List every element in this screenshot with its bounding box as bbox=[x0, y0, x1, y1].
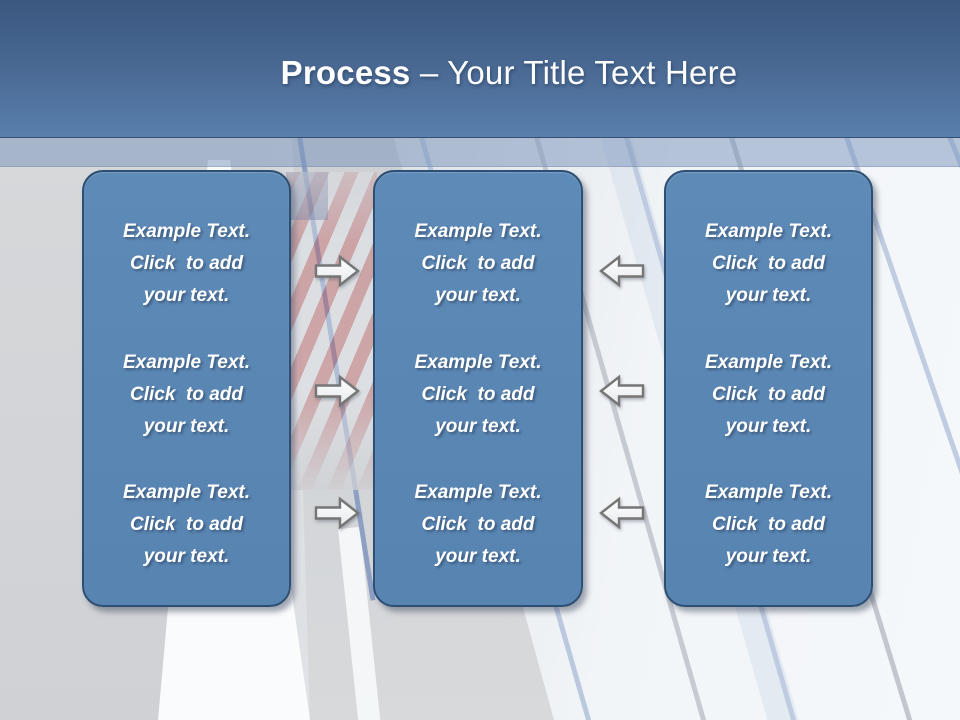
us-flag-image bbox=[286, 172, 377, 490]
title-bold-text: Process bbox=[280, 53, 411, 91]
placeholder-line: Example Text. bbox=[704, 482, 833, 503]
text-placeholder[interactable]: Example Text. Click to add your text. bbox=[674, 347, 863, 443]
placeholder-line: Click to add bbox=[421, 514, 535, 535]
placeholder-line: Click to add bbox=[421, 383, 535, 405]
right-arrow-icon[interactable] bbox=[314, 253, 360, 289]
slide-title[interactable]: Process – Your Title Text Here bbox=[223, 46, 738, 92]
placeholder-line: Example Text. bbox=[704, 221, 833, 242]
text-placeholder[interactable]: Example Text. Click to add your text. bbox=[383, 347, 573, 443]
right-arrow-icon[interactable] bbox=[314, 373, 360, 409]
header-accent-band bbox=[0, 138, 960, 167]
placeholder-line: Example Text. bbox=[414, 482, 542, 503]
left-arrow-icon[interactable] bbox=[599, 495, 645, 531]
text-placeholder[interactable]: Example Text. Click to add your text. bbox=[92, 347, 281, 443]
placeholder-line: your text. bbox=[435, 415, 521, 437]
placeholder-line: Click to add bbox=[130, 253, 243, 274]
placeholder-line: your text. bbox=[143, 285, 230, 306]
placeholder-line: Click to add bbox=[421, 253, 535, 274]
placeholder-line: Example Text. bbox=[122, 351, 251, 373]
placeholder-line: your text. bbox=[143, 415, 230, 437]
text-placeholder[interactable]: Example Text. Click to add your text. bbox=[674, 477, 863, 573]
placeholder-line: your text. bbox=[725, 415, 812, 437]
placeholder-line: Click to add bbox=[130, 383, 243, 405]
title-bar: Process – Your Title Text Here bbox=[0, 0, 960, 138]
process-column-right[interactable]: Example Text. Click to add your text. Ex… bbox=[664, 170, 873, 607]
placeholder-line: Click to add bbox=[712, 253, 825, 274]
title-rest-text: – Your Title Text Here bbox=[419, 53, 738, 91]
placeholder-line: your text. bbox=[143, 546, 230, 567]
placeholder-line: Example Text. bbox=[704, 351, 833, 373]
placeholder-line: Click to add bbox=[130, 514, 243, 535]
placeholder-line: Click to add bbox=[712, 383, 825, 405]
placeholder-line: Click to add bbox=[712, 514, 825, 535]
placeholder-line: your text. bbox=[725, 546, 812, 567]
right-arrow-icon[interactable] bbox=[314, 495, 360, 531]
placeholder-line: Example Text. bbox=[414, 351, 542, 373]
left-arrow-icon[interactable] bbox=[599, 373, 645, 409]
text-placeholder[interactable]: Example Text. Click to add your text. bbox=[92, 216, 281, 312]
placeholder-line: your text. bbox=[725, 285, 812, 306]
text-placeholder[interactable]: Example Text. Click to add your text. bbox=[92, 477, 281, 573]
placeholder-line: your text. bbox=[435, 546, 521, 567]
placeholder-line: Example Text. bbox=[122, 221, 251, 242]
text-placeholder[interactable]: Example Text. Click to add your text. bbox=[383, 477, 573, 573]
placeholder-line: your text. bbox=[435, 285, 521, 306]
process-column-center[interactable]: Example Text. Click to add your text. Ex… bbox=[373, 170, 583, 607]
process-column-left[interactable]: Example Text. Click to add your text. Ex… bbox=[82, 170, 291, 607]
text-placeholder[interactable]: Example Text. Click to add your text. bbox=[674, 216, 863, 312]
placeholder-line: Example Text. bbox=[414, 221, 542, 242]
placeholder-line: Example Text. bbox=[122, 482, 251, 503]
left-arrow-icon[interactable] bbox=[599, 253, 645, 289]
text-placeholder[interactable]: Example Text. Click to add your text. bbox=[383, 216, 573, 312]
